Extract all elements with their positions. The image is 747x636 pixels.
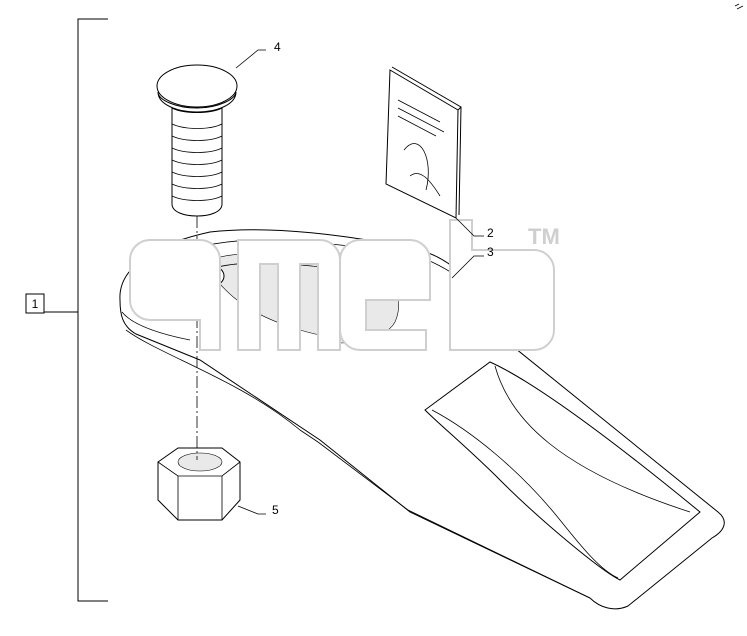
hex-nut[interactable]	[157, 447, 241, 521]
watermark-text: TM	[528, 224, 560, 249]
callout-label-book: 2	[487, 226, 494, 240]
instruction-booklet[interactable]	[385, 66, 462, 219]
leader-lines	[235, 49, 484, 515]
corner-mark	[734, 3, 744, 10]
callout-label-tooth: 3	[487, 245, 494, 259]
watermark: TM	[129, 219, 560, 351]
plow-bolt[interactable]	[156, 64, 238, 217]
callout-label-bolt: 4	[274, 40, 281, 54]
group-callout-box[interactable]: 1	[25, 293, 45, 314]
group-bracket	[44, 18, 108, 602]
group-callout-label: 1	[32, 297, 39, 311]
callout-label-nut: 5	[272, 503, 279, 517]
